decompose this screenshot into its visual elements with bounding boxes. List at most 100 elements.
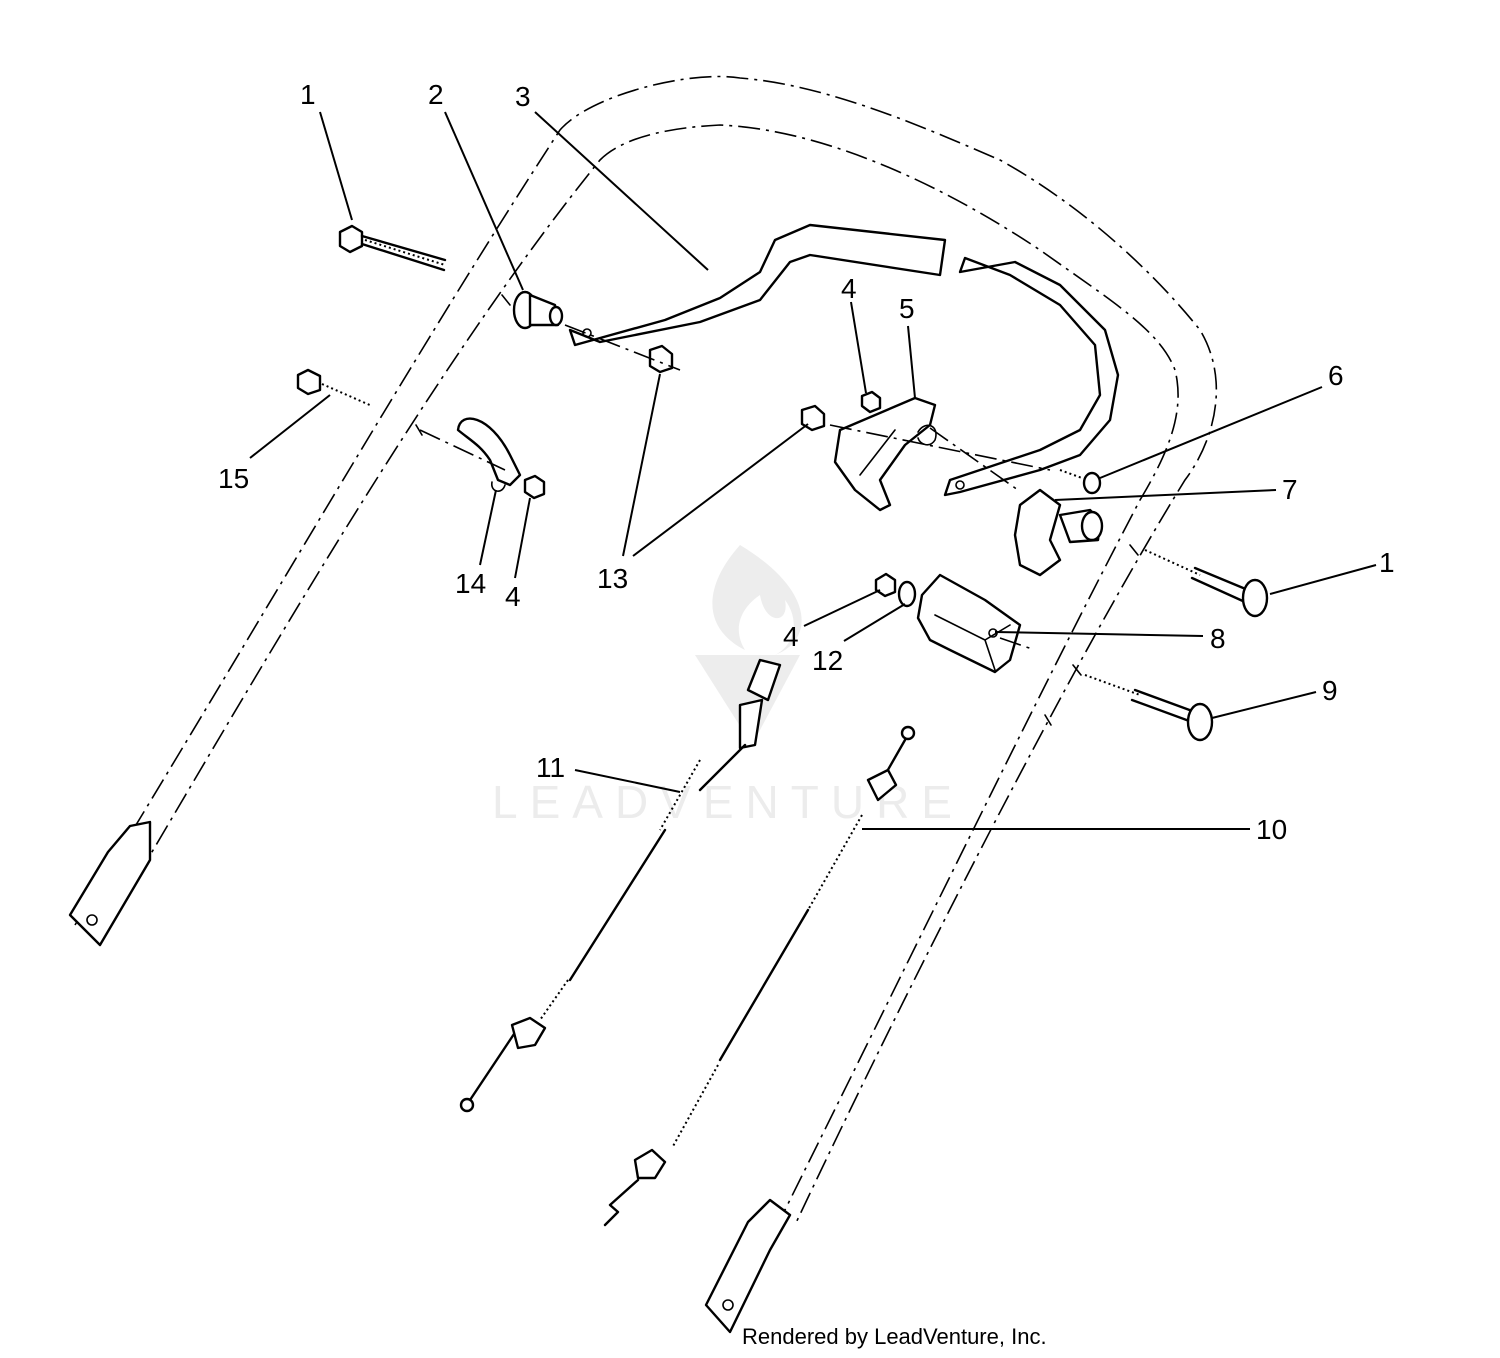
screw-6 [1059,469,1102,495]
nut-4-top [860,390,882,414]
cable-11-sheath-lower [539,979,569,1021]
callout-2: 2 [428,79,444,110]
cable-guide [456,417,522,492]
leader-4a [850,301,867,394]
cable-11-connector [746,658,782,702]
bolt-9-thread [1084,674,1141,696]
cable-11-fitting [510,1016,547,1050]
cable-11 [459,658,782,1113]
bail-right-arm [943,256,1120,497]
callout-11: 11 [536,752,565,783]
cable-10-nut [866,768,898,802]
left-handle-end [68,820,152,947]
locknut-left [648,344,674,374]
callout-12: 12 [812,645,843,676]
bolt-15-thread [321,383,373,407]
footer-credit: Rendered by LeadVenture, Inc. [742,1324,1047,1349]
callout-13: 13 [597,563,628,594]
nut-4-lower [874,572,897,598]
callouts: 1 2 3 4 5 6 7 1 15 14 4 13 4 12 8 9 11 1… [218,79,1395,845]
bolt-9-head [1186,702,1214,742]
cable-10-fitting [633,1148,667,1180]
leader-4c [803,589,881,627]
bolt-9 [1084,674,1214,742]
handle-inner-outline [99,124,1179,1271]
cable-11-end [459,1097,475,1113]
cable-bracket [916,573,1022,674]
bolt-lower-head [1241,578,1269,618]
leader-13a [622,373,661,557]
bolt-lower-thread [1144,549,1201,576]
callout-3: 3 [515,81,531,112]
right-handle-hole [722,1299,734,1311]
cable-10-sheath-lower [671,1064,719,1149]
callout-5: 5 [899,293,915,324]
frame-hole-mark [415,294,1139,726]
leader-1a [319,111,353,221]
leader-15 [249,394,331,459]
knob-7 [1013,488,1104,577]
knob-7-end [1080,510,1104,542]
cable-11-wire [468,743,747,1102]
leader-14 [479,489,497,566]
leader-13b [632,423,809,557]
callout-4-top: 4 [841,273,857,304]
callout-4-left: 4 [505,581,521,612]
callout-15: 15 [218,463,249,494]
leader-lines [249,111,1377,830]
control-bail [568,223,1120,497]
leader-11 [574,769,681,793]
leader-4b [514,497,531,579]
cable-guide-body [456,417,522,487]
bolt-shank [360,234,447,272]
callout-10: 10 [1256,814,1287,845]
callout-7: 7 [1282,474,1298,505]
pawl-plate-notch [917,424,937,446]
screw-6-thread [1059,469,1083,479]
callout-1-upper: 1 [300,79,316,110]
bail-left-arm [568,223,947,347]
bushing-end [548,305,564,327]
bushing [512,290,564,330]
left-handle-hole [86,914,98,926]
bolt-15-head [296,368,322,396]
callout-9: 9 [1322,675,1338,706]
bolt-upper-left [338,224,447,272]
leader-5 [907,325,916,399]
cable-10-sheath [807,814,863,911]
leader-12 [843,603,906,642]
right-handle-end [704,1198,792,1334]
pawl-plate [833,396,937,512]
leader-2 [444,111,524,291]
screw-6-head [1082,471,1102,495]
bolt-9-shank [1130,688,1197,724]
callout-14: 14 [455,568,486,599]
bolt-lower-right [1144,549,1269,618]
bail-hole [582,328,592,338]
callout-8: 8 [1210,623,1226,654]
bolt-15 [296,368,373,407]
leader-7 [1054,489,1277,501]
leader-1b [1269,564,1377,595]
leader-3 [534,111,709,271]
cable-10-z-end [603,1178,640,1227]
pawl-plate-body [833,396,937,512]
handle-outer-outline [74,75,1218,1226]
pawl-plate-slot [859,429,896,476]
washer-12 [897,580,917,608]
bolt-head [338,224,364,254]
callout-4-lower: 4 [783,621,799,652]
cable-11-boot [738,698,764,750]
leader-6 [1099,386,1323,479]
callout-1-lower: 1 [1379,547,1395,578]
callout-6: 6 [1328,360,1344,391]
assembly-centerline [419,324,1051,651]
bolt-lower-shank [1190,566,1250,604]
cable-10-wire [718,908,810,1062]
handle-frame [68,75,1218,1334]
cable-10-end-top [900,725,916,741]
cable-11-sheath-upper [659,759,701,831]
bolt-thread [364,239,446,266]
nut-4-left [523,474,546,500]
